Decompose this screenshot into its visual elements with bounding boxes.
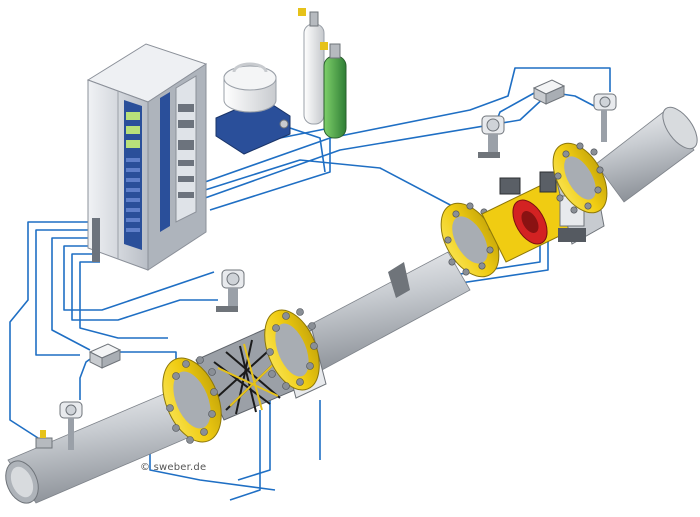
flange-upper-right bbox=[552, 142, 608, 214]
junction-box-icon bbox=[88, 343, 122, 369]
temperature-transmitter-icon bbox=[593, 93, 617, 142]
pipeline bbox=[5, 106, 698, 504]
temperature-transmitter-icon bbox=[35, 401, 83, 450]
copyright-credit: © sweber.de bbox=[140, 462, 207, 473]
signal-cables bbox=[9, 67, 611, 501]
flange-lower-left bbox=[162, 356, 222, 444]
gas-chromatograph-icon bbox=[215, 62, 291, 155]
pressure-transmitter-icon bbox=[478, 115, 505, 158]
flange-lower-right bbox=[264, 308, 320, 391]
calibration-gas-cylinder-icon bbox=[298, 8, 347, 139]
control-cabinet-icon bbox=[86, 43, 208, 271]
junction-box-icon bbox=[532, 79, 566, 105]
turbine-meter-icon bbox=[481, 171, 581, 263]
pressure-transmitter-icon bbox=[216, 269, 245, 312]
